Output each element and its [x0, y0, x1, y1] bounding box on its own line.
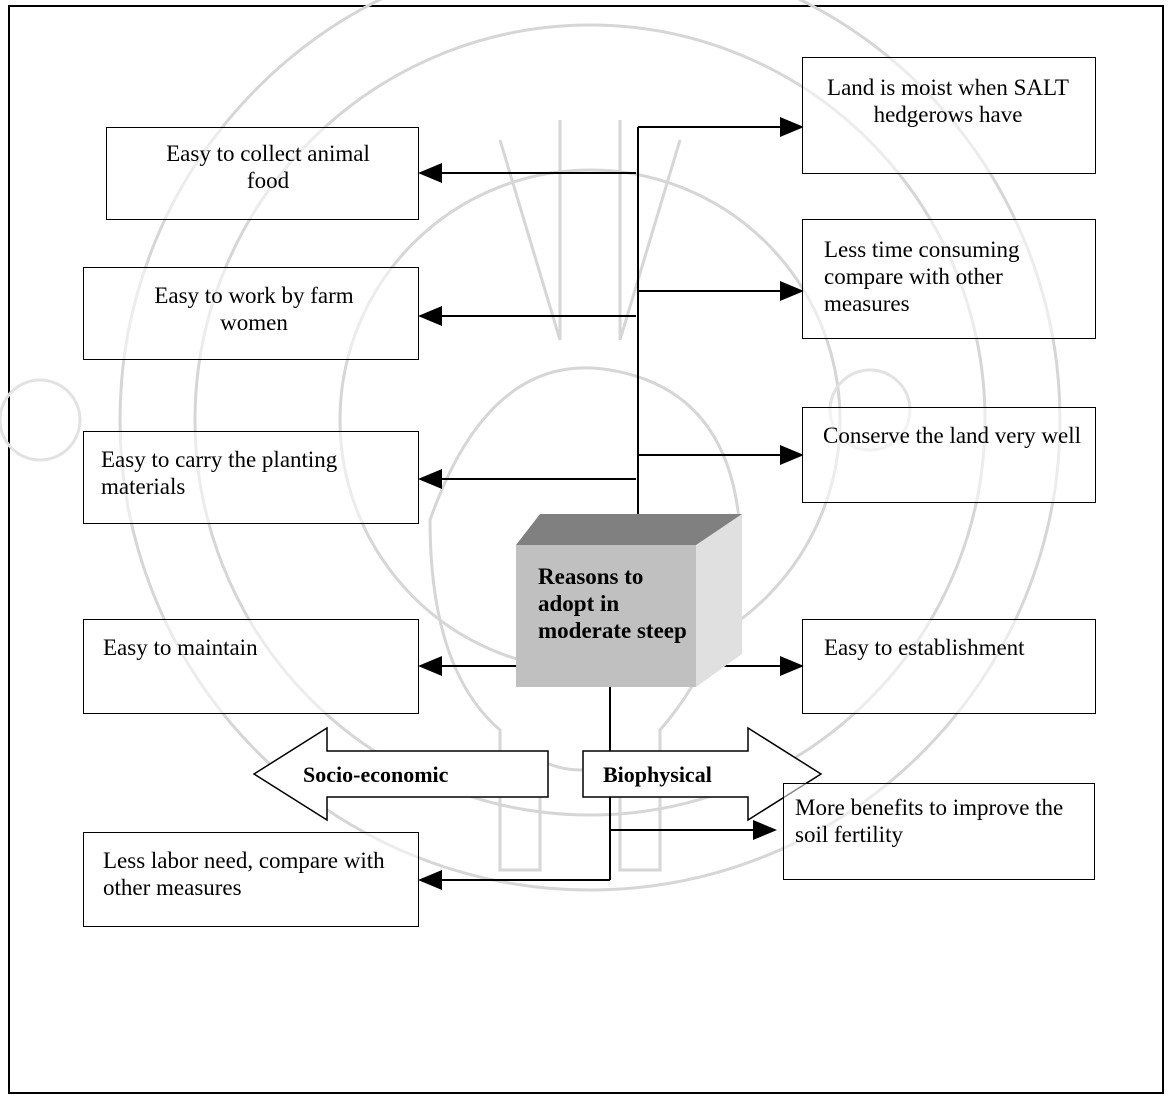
socio-item-1: Easy to collect animal food — [166, 141, 370, 193]
socio-box-2: Easy to work by farm women — [83, 267, 419, 360]
center-label: Reasons to adopt in moderate steep — [538, 564, 687, 643]
bio-item-3: Conserve the land very well — [822, 423, 1082, 448]
bio-box-1: Land is moist when SALT hedgerows have — [802, 57, 1096, 174]
socio-item-2: Easy to work by farm women — [154, 283, 354, 335]
cube-side — [696, 514, 742, 687]
socio-economic-arrow — [252, 726, 549, 822]
socio-item-4: Easy to maintain — [103, 635, 258, 660]
bio-box-4: Easy to establishment — [802, 619, 1096, 714]
bio-item-5: More benefits to improve the soil fertil… — [795, 795, 1064, 847]
cube-top — [516, 514, 742, 545]
socio-item-5: Less labor need, compare with other meas… — [103, 848, 385, 900]
bio-item-1: Land is moist when SALT hedgerows have — [827, 75, 1069, 127]
bio-box-2: Less time consuming compare with other m… — [802, 219, 1096, 339]
bio-item-2: Less time consuming compare with other m… — [824, 237, 1020, 316]
socio-item-3: Easy to carry the planting materials — [101, 447, 338, 499]
diagram-frame — [8, 5, 1164, 1094]
biophysical-arrow — [582, 726, 823, 822]
biophysical-label: Biophysical — [603, 762, 712, 787]
bio-box-3: Conserve the land very well — [802, 407, 1096, 503]
socio-box-4: Easy to maintain — [83, 619, 419, 714]
bio-box-5: More benefits to improve the soil fertil… — [783, 783, 1095, 880]
socio-box-1: Easy to collect animal food — [106, 127, 419, 220]
center-reasons-box: Reasons to adopt in moderate steep — [516, 545, 696, 687]
socio-economic-label: Socio-economic — [303, 762, 449, 787]
socio-box-3: Easy to carry the planting materials — [83, 431, 419, 524]
socio-box-5: Less labor need, compare with other meas… — [83, 832, 419, 927]
bio-item-4: Easy to establishment — [824, 635, 1025, 660]
